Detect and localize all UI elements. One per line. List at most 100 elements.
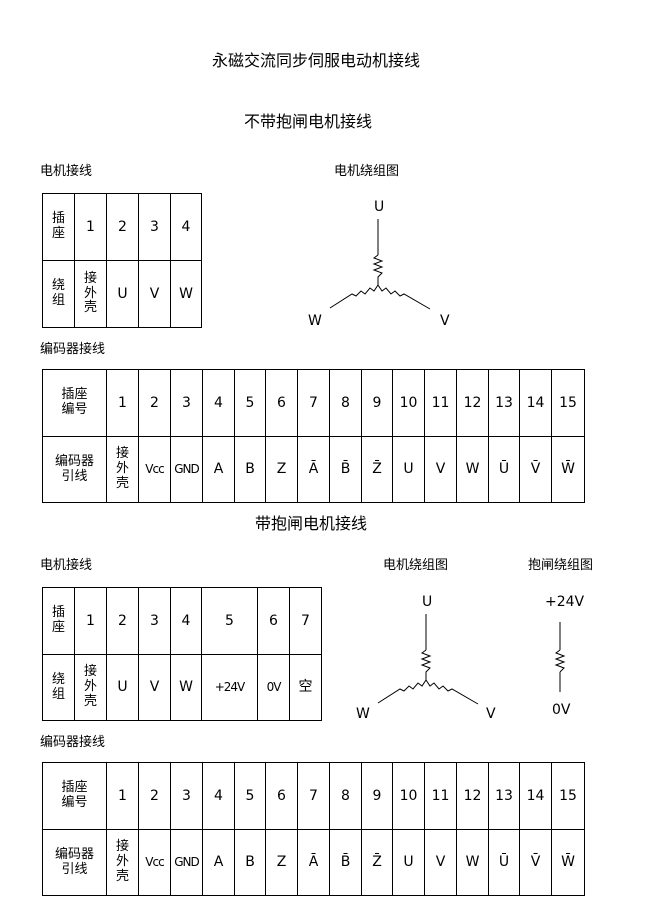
encoder-lead-header: 编码器引线 [42,829,107,896]
encoder-socket-cell: 8 [329,762,362,830]
encoder-socket-cell: 15 [551,369,585,437]
section2-motor-label: 电机接线 [40,558,93,573]
socket-cell: 6 [257,587,290,655]
encoder-lead-cell: B̄ [329,436,362,503]
encoder-lead-cell: V̄ [519,436,552,503]
encoder-lead-cell: Ā [297,829,330,896]
encoder-lead-cell: W [456,829,489,896]
section2-encoder-table: 插座编号 1 2 3 4 5 6 7 8 9 10 11 12 13 14 15… [42,762,585,896]
encoder-socket-cell: 5 [234,369,266,437]
encoder-socket-cell: 6 [265,762,298,830]
encoder-lead-cell: Vcc [138,436,171,503]
encoder-lead-cell: Z̄ [361,436,393,503]
brake-bottom-label: 0V [552,702,571,718]
encoder-socket-cell: 7 [297,762,330,830]
encoder-socket-cell: 5 [234,762,266,830]
encoder-socket-cell: 9 [361,369,393,437]
encoder-lead-cell: 接外壳 [106,436,139,503]
encoder-lead-cell: A [202,829,235,896]
winding-v-label: V [440,313,450,329]
socket-cell: 1 [74,193,107,261]
winding-header: 绕组 [42,654,75,721]
winding-cell: U [106,260,139,328]
section1-encoder-table: 插座编号 1 2 3 4 5 6 7 8 9 10 11 12 13 14 15… [42,369,585,503]
socket-cell: 2 [106,587,139,655]
encoder-socket-cell: 11 [424,762,457,830]
encoder-lead-cell: 接外壳 [106,829,139,896]
winding-header: 绕组 [42,260,75,328]
section2-winding-label: 电机绕组图 [383,558,449,573]
encoder-socket-cell: 13 [488,762,520,830]
encoder-lead-cell: W [456,436,489,503]
encoder-lead-cell: W̄ [551,829,585,896]
encoder-socket-cell: 2 [138,762,171,830]
encoder-lead-cell: Z [265,829,298,896]
section1-motor-table: 插座 1 2 3 4 绕组 接外壳 U V W [42,193,202,328]
encoder-socket-cell: 10 [392,762,425,830]
encoder-socket-cell: 4 [202,369,235,437]
winding-u-label: U [422,594,432,610]
socket-cell: 4 [170,193,202,261]
section1-winding-diagram: U W V [308,199,450,329]
encoder-lead-cell: Ū [488,829,520,896]
encoder-lead-cell: Ū [488,436,520,503]
encoder-socket-cell: 11 [424,369,457,437]
encoder-socket-header: 插座编号 [42,762,107,830]
encoder-socket-cell: 12 [456,762,489,830]
socket-cell: 3 [138,587,171,655]
socket-cell: 1 [74,587,107,655]
encoder-lead-cell: U [392,829,425,896]
winding-cell: +24V [201,654,258,721]
encoder-socket-cell: 4 [202,762,235,830]
encoder-socket-cell: 13 [488,369,520,437]
socket-cell: 5 [201,587,258,655]
encoder-socket-cell: 2 [138,369,171,437]
encoder-socket-cell: 14 [519,762,552,830]
winding-u-label: U [374,199,384,215]
section1-encoder-label: 编码器接线 [40,342,106,357]
winding-w-label: W [356,706,370,722]
encoder-socket-cell: 7 [297,369,330,437]
winding-cell: 0V [257,654,290,721]
encoder-lead-cell: V [424,829,457,896]
encoder-socket-cell: 3 [170,369,203,437]
section1-winding-label: 电机绕组图 [334,164,400,179]
encoder-socket-cell: 10 [392,369,425,437]
encoder-lead-cell: A [202,436,235,503]
encoder-lead-cell: B [234,829,266,896]
encoder-socket-cell: 8 [329,369,362,437]
encoder-socket-cell: 6 [265,369,298,437]
socket-cell: 4 [170,587,202,655]
section2-heading: 带抱闸电机接线 [255,514,368,533]
encoder-lead-cell: V̄ [519,829,552,896]
socket-header: 插座 [42,193,75,261]
winding-cell: V [138,654,171,721]
winding-cell: 接外壳 [74,260,107,328]
winding-cell: 空 [289,654,322,721]
encoder-lead-cell: Z [265,436,298,503]
encoder-socket-header: 插座编号 [42,369,107,437]
socket-header: 插座 [42,587,75,655]
encoder-lead-cell: GND [170,436,203,503]
page-title: 永磁交流同步伺服电动机接线 [212,51,421,70]
section1-heading: 不带抱闸电机接线 [244,112,373,131]
encoder-socket-cell: 1 [106,762,139,830]
winding-cell: U [106,654,139,721]
encoder-lead-cell: W̄ [551,436,585,503]
encoder-lead-cell: V [424,436,457,503]
brake-top-label: +24V [545,594,585,610]
encoder-lead-cell: Ā [297,436,330,503]
encoder-socket-cell: 3 [170,762,203,830]
winding-v-label: V [486,706,496,722]
winding-cell: W [170,654,202,721]
winding-cell: 接外壳 [74,654,107,721]
encoder-lead-cell: Vcc [138,829,171,896]
encoder-lead-cell: GND [170,829,203,896]
encoder-lead-cell: U [392,436,425,503]
section2-encoder-label: 编码器接线 [40,735,106,750]
encoder-socket-cell: 14 [519,369,552,437]
brake-winding-diagram: +24V 0V [545,594,585,718]
socket-cell: 2 [106,193,139,261]
section1-motor-label: 电机接线 [40,164,93,179]
encoder-lead-cell: B [234,436,266,503]
